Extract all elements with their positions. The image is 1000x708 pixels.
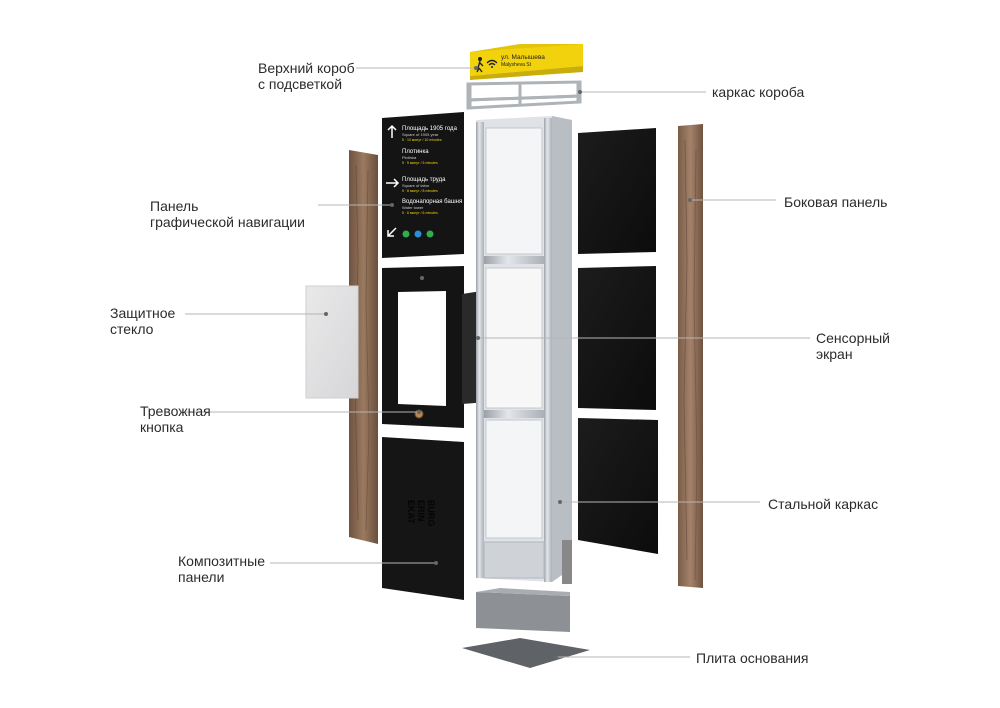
svg-text:Площадь труда: Площадь труда [402,177,446,183]
label-alarm: Тревожная кнопка [140,403,211,435]
label-base-plate: Плита основания [696,650,809,666]
box-frame [466,80,582,110]
steel-frame [476,116,572,584]
composite-logo-line1: EKAT [406,500,416,524]
composite-logo-line2: ERIN [416,500,426,522]
pedestrian-icon [476,57,484,73]
svg-text:Площадь 1905 года: Площадь 1905 года [402,126,458,132]
svg-text:Square of labor: Square of labor [402,183,430,188]
composite-panel: EKAT ERIN BURG [382,437,464,600]
label-steel-frame: Стальной каркас [768,496,879,512]
nav-item-2: Плотинка Plotinka 5 · 5 минут / 5 minute… [402,149,438,165]
svg-text:Плотинка: Плотинка [402,149,429,155]
label-box-frame: каркас короба [712,84,805,100]
top-light-box: ул. Малышева Malysheva St [470,44,583,80]
svg-text:5 · 8 минут / 8 minutes: 5 · 8 минут / 8 minutes [402,189,438,193]
leader-lines [185,66,810,659]
right-panel-top [578,128,656,254]
camera-dot [420,276,424,280]
transport-icons [402,230,434,238]
svg-text:Water tower: Water tower [402,205,424,210]
top-sign-line2: Malysheva St [501,62,532,68]
label-top-box: Верхний короб с подсветкой [258,60,355,92]
label-touchscreen: Сенсорный экран [816,330,890,362]
protective-glass [305,285,359,399]
svg-text:5 · 5 минут / 5 minutes: 5 · 5 минут / 5 minutes [402,161,438,165]
label-nav-panel: Панель графической навигации [150,198,305,230]
svg-text:5 · 6 минут / 6 minutes: 5 · 6 минут / 6 minutes [402,211,438,215]
label-glass: Защитное стекло [110,305,176,337]
right-wood-side-panel [678,124,703,588]
arrow-up-icon [387,124,397,138]
top-sign-line1: ул. Малышева [501,54,545,61]
right-panel-bottom [578,418,658,554]
wifi-icon [486,59,498,68]
left-wood-side-panel [349,150,378,544]
svg-text:Square of 1905 year: Square of 1905 year [402,132,439,137]
graphic-navigation-panel: Площадь 1905 года Square of 1905 year 5 … [382,112,464,258]
composite-logo-line3: BURG [426,500,436,527]
nav-item-1: Площадь 1905 года Square of 1905 year 5 … [387,124,458,142]
nav-item-3: Площадь труда Square of labor 5 · 8 мину… [386,177,446,193]
touchscreen-front-panel [382,266,464,428]
label-side-panel: Боковая панель [784,194,888,210]
svg-text:Водонапорная башня: Водонапорная башня [402,199,462,205]
nav-item-4: Водонапорная башня Water tower 5 · 6 мин… [402,199,462,215]
svg-text:5 · 10 минут / 10 minutes: 5 · 10 минут / 10 minutes [402,138,442,142]
base-box [476,588,570,632]
base-plate [462,638,590,668]
svg-text:Plotinka: Plotinka [402,155,417,160]
arrow-right-icon [386,178,400,188]
arrow-down-left-icon [387,227,397,237]
label-composite: Композитные панели [178,553,266,585]
